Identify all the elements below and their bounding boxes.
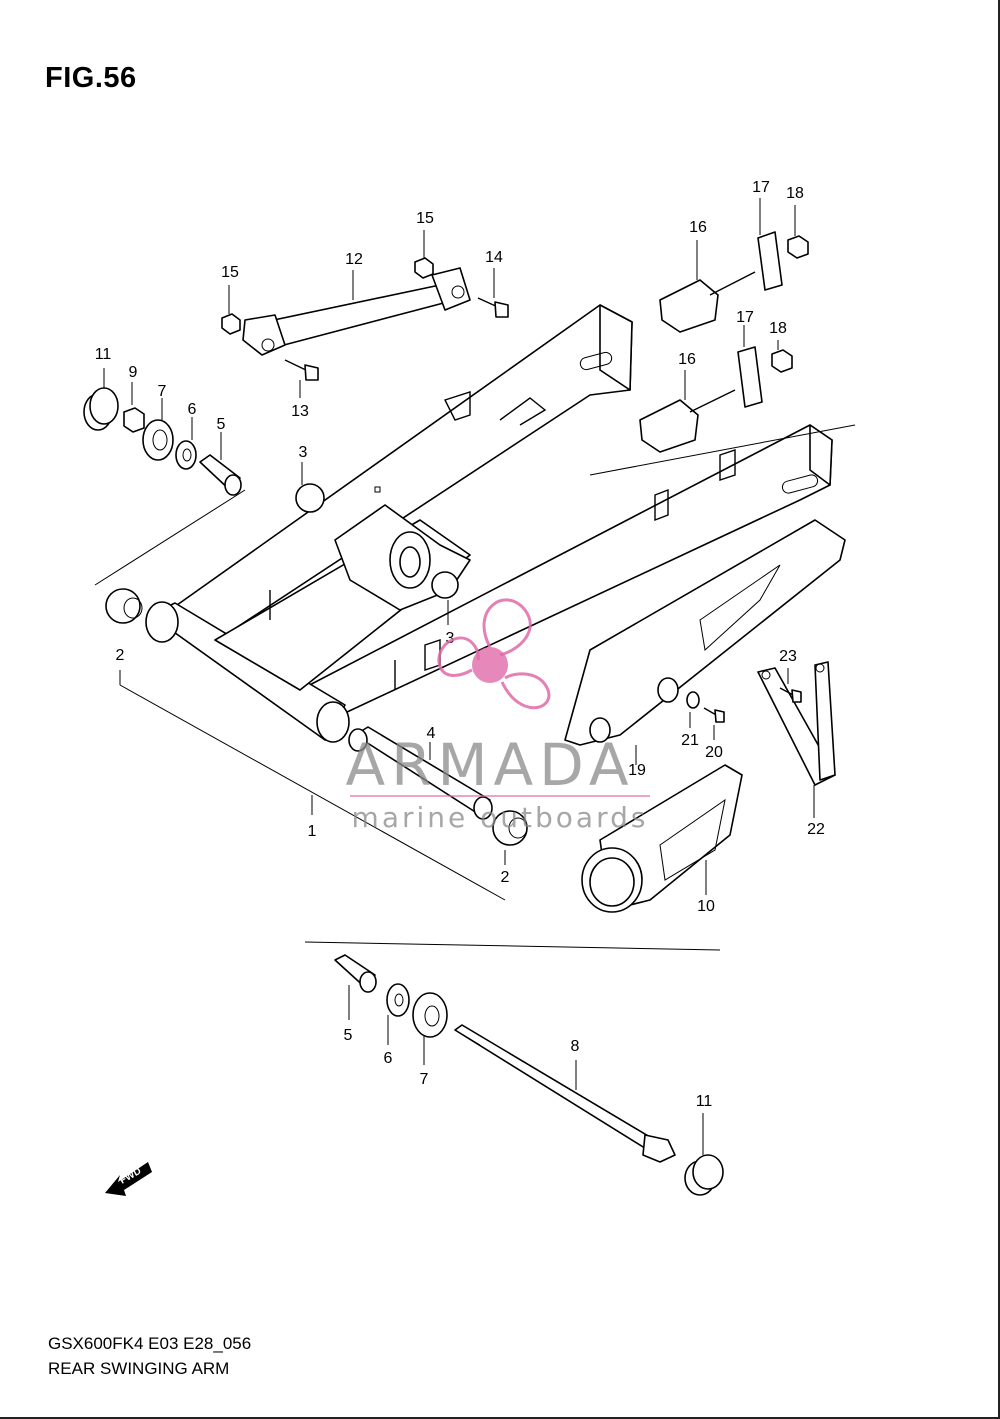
figure-title: FIG.56 [45, 62, 137, 94]
callout-3-upper: 3 [299, 444, 308, 461]
callout-8: 8 [571, 1038, 580, 1055]
callout-18-lower: 18 [769, 320, 787, 337]
spacer-5-top[interactable] [199, 454, 242, 496]
chain-adjuster-16-lower[interactable] [639, 389, 736, 453]
nut-15-left[interactable] [221, 313, 241, 335]
washer-6-bottom[interactable] [386, 983, 410, 1017]
caption-model: GSX600FK4 E03 E28_056 [48, 1334, 252, 1353]
callout-16-upper: 16 [689, 219, 707, 236]
callout-11-top: 11 [95, 346, 112, 363]
chain-guard[interactable] [564, 519, 846, 746]
callout-20: 20 [705, 744, 723, 761]
caption-name: REAR SWINGING ARM [48, 1359, 230, 1378]
spacer-5-bottom[interactable] [334, 954, 377, 993]
bolt-14[interactable] [477, 297, 509, 318]
cap-11-top[interactable] [83, 387, 119, 431]
callout-18-upper: 18 [786, 185, 804, 202]
swing-arm[interactable] [145, 304, 833, 743]
callout-12: 12 [345, 251, 363, 268]
callout-6-top: 6 [188, 401, 197, 418]
callout-11-bottom: 11 [696, 1093, 713, 1110]
callout-15-left: 15 [221, 264, 239, 281]
bushing-2-right[interactable] [492, 810, 528, 846]
guard-bracket[interactable] [757, 661, 836, 786]
callout-17-lower: 17 [736, 309, 754, 326]
nut-18-upper[interactable] [787, 235, 809, 259]
propeller-logo-icon [437, 598, 551, 710]
callout-19: 19 [628, 762, 646, 779]
callout-16-lower: 16 [678, 351, 696, 368]
callout-10: 10 [697, 898, 715, 915]
callout-21: 21 [681, 732, 699, 749]
bushing-2-left[interactable] [105, 588, 143, 624]
watermark: ARMADA marine outboards [345, 598, 650, 834]
callout-1: 1 [308, 823, 317, 840]
plate-17-lower[interactable] [737, 346, 763, 408]
leader-lines [94, 198, 856, 1155]
callout-7-bottom: 7 [420, 1071, 429, 1088]
watermark-brand: ARMADA [345, 731, 634, 799]
torque-link[interactable] [242, 267, 471, 356]
bolt-13[interactable] [284, 359, 319, 381]
bolt-23[interactable] [779, 687, 802, 703]
callout-4: 4 [427, 725, 436, 742]
chain-adjuster-16-upper[interactable] [659, 271, 756, 333]
callout-6-bottom: 6 [384, 1050, 393, 1067]
nut-15-right[interactable] [414, 257, 434, 279]
callout-15-right: 15 [416, 210, 434, 227]
fwd-arrow-icon: FWD [105, 1162, 152, 1196]
callout-22: 22 [807, 821, 825, 838]
callout-2-left: 2 [116, 647, 125, 664]
washer-21[interactable] [686, 691, 700, 709]
callout-2-right: 2 [501, 869, 510, 886]
callout-13: 13 [291, 403, 309, 420]
callout-14: 14 [485, 249, 503, 266]
nut-9[interactable] [123, 407, 145, 433]
bolt-20[interactable] [703, 707, 725, 723]
chain-case[interactable] [581, 764, 743, 913]
callout-5-bottom: 5 [344, 1027, 353, 1044]
watermark-tagline: marine outboards [352, 801, 649, 834]
callout-numbers: 1 2 2 3 3 4 5 5 6 6 7 7 8 9 10 11 11 12 … [95, 179, 825, 1110]
callout-23: 23 [779, 648, 797, 665]
nut-18-lower[interactable] [771, 349, 793, 373]
bearing-7-bottom[interactable] [412, 992, 448, 1038]
callout-9: 9 [129, 364, 138, 381]
callout-7-top: 7 [158, 383, 167, 400]
washer-6-top[interactable] [175, 440, 197, 470]
bushing-3-upper[interactable] [295, 483, 325, 513]
callout-3-lower: 3 [446, 630, 455, 647]
cap-11-bottom[interactable] [684, 1154, 724, 1196]
bearing-7-top[interactable] [142, 419, 174, 461]
bushing-3-lower[interactable] [431, 571, 459, 599]
spacer-tube-4[interactable] [348, 726, 493, 820]
callout-17-upper: 17 [752, 179, 770, 196]
plate-17-upper[interactable] [757, 231, 783, 291]
callout-5-top: 5 [217, 416, 226, 433]
axle-8[interactable] [454, 1024, 676, 1163]
